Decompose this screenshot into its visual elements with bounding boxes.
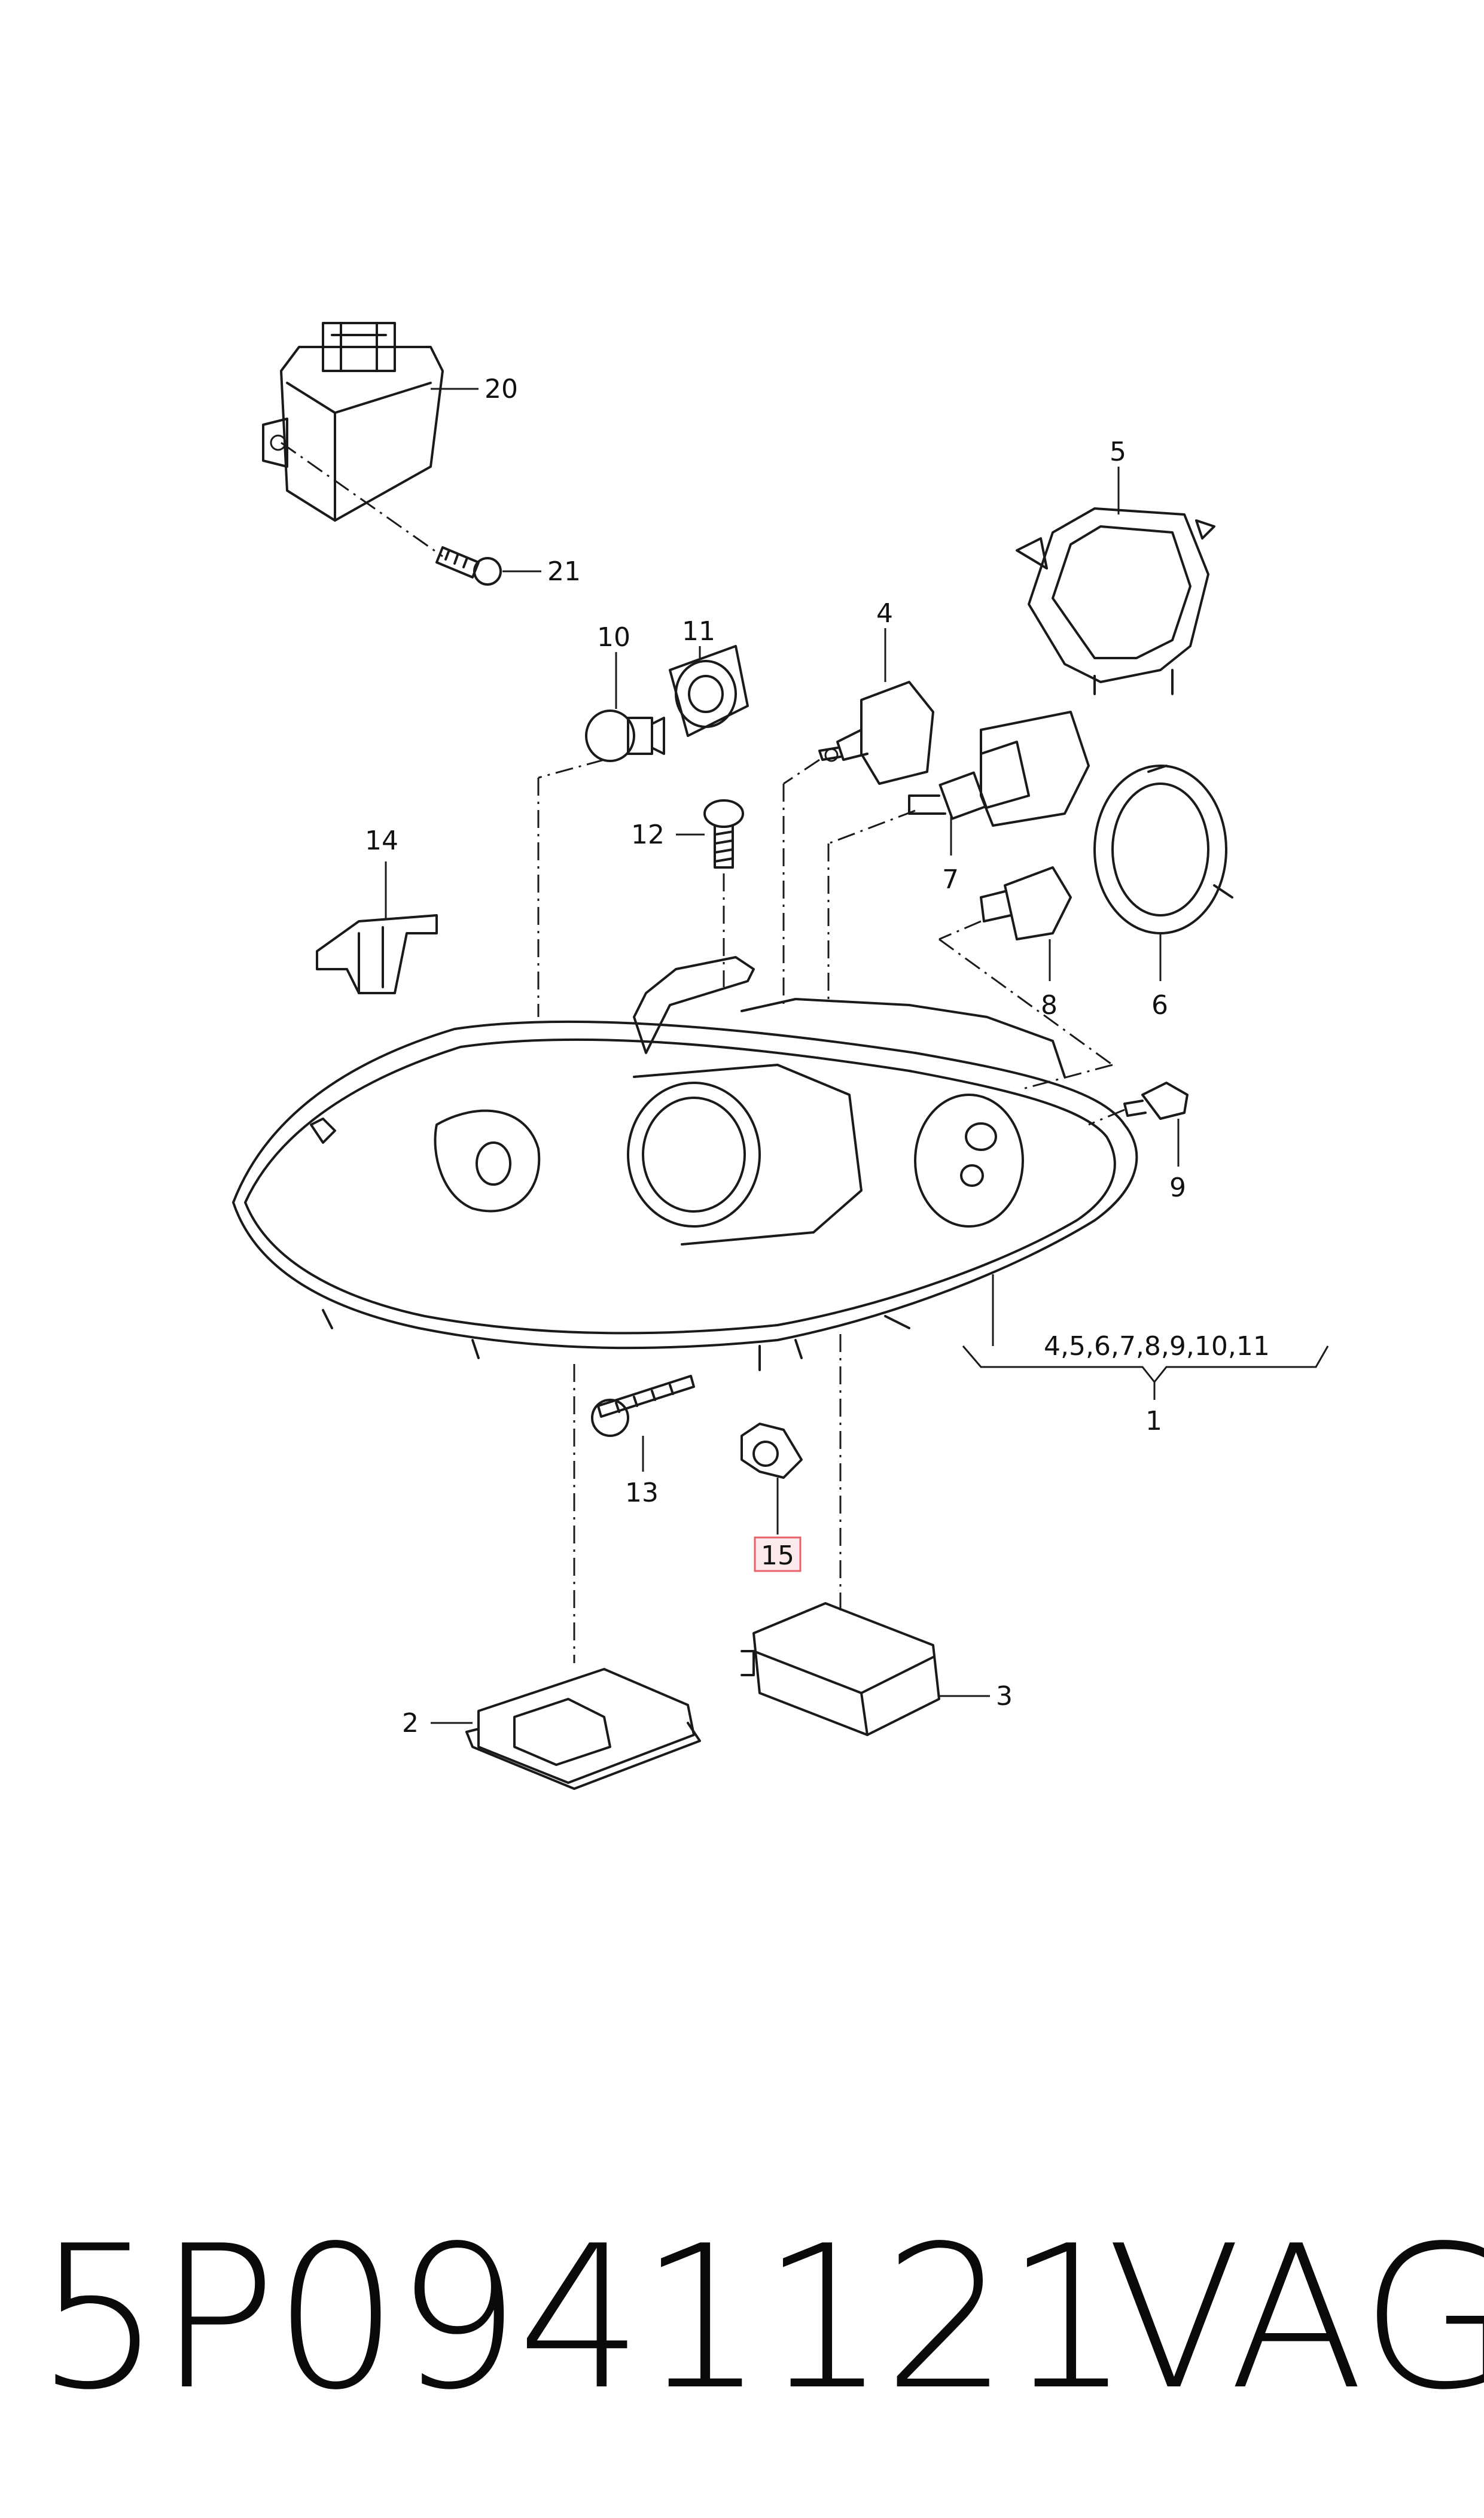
part-14-bracket (316, 861, 438, 994)
part-4-actuator (818, 628, 934, 785)
part-5-cover (1016, 467, 1215, 695)
callout-15-highlight-box (754, 1536, 802, 1572)
callout-group: 4,5,6,7,8,9,10,11 (1044, 1331, 1270, 1362)
part-11-bulb-holder (669, 645, 749, 737)
callout-9: 9 (1169, 1173, 1186, 1203)
part-6-retaining-ring (1093, 765, 1233, 981)
callout-15: 15 (761, 1540, 794, 1571)
part-15-clip (741, 1423, 803, 1572)
part-12-screw (676, 799, 744, 869)
part-10-bulb (585, 652, 665, 762)
callout-8: 8 (1041, 990, 1058, 1021)
part-number-label: 5P0941121 (36, 2203, 1131, 2433)
brand-label: VAG (1107, 2203, 1484, 2433)
callout-3: 3 (996, 1681, 1013, 1712)
part-20-control-module (262, 322, 479, 522)
callout-1: 1 (1145, 1406, 1162, 1436)
callout-14: 14 (365, 826, 398, 856)
part-7-main-bulb (908, 711, 1090, 855)
callout-2: 2 (402, 1708, 419, 1738)
part-9-side-bulb (1123, 1082, 1189, 1167)
callout-4: 4 (876, 598, 893, 629)
group-bracket-1 (962, 1274, 1329, 1400)
callout-21: 21 (547, 556, 581, 587)
callout-20: 20 (484, 374, 518, 404)
part-21-screw (435, 546, 541, 586)
part-3-control-unit (741, 1602, 990, 1736)
callout-12: 12 (631, 820, 665, 850)
callout-5: 5 (1110, 437, 1126, 467)
part-13-bolt (591, 1375, 695, 1472)
callout-7: 7 (942, 864, 959, 895)
part-2-ballast (431, 1668, 701, 1790)
callout-6: 6 (1151, 990, 1168, 1021)
part-1-headlight-housing (232, 956, 1138, 1371)
callout-10: 10 (597, 622, 630, 653)
callout-11: 11 (682, 616, 715, 647)
callout-13: 13 (625, 1478, 659, 1508)
part-8-socket-bulb (980, 866, 1072, 981)
